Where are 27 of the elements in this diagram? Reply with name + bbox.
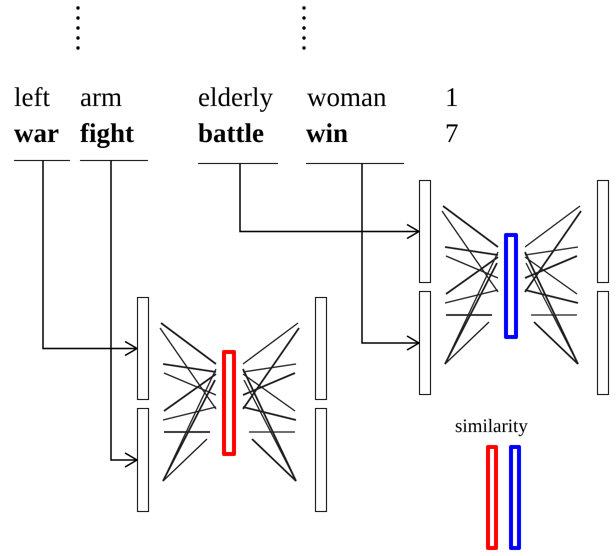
arrow bbox=[110, 161, 138, 468]
hidden-layer-bar bbox=[509, 445, 521, 550]
word-label: woman bbox=[307, 82, 386, 112]
arrow bbox=[42, 161, 138, 356]
word-label: arm bbox=[80, 82, 122, 112]
arrow bbox=[361, 164, 420, 351]
hidden-layer-bar bbox=[222, 350, 236, 456]
underlined-word: war bbox=[14, 118, 70, 161]
underlined-word: battle bbox=[198, 118, 278, 164]
word-label: 1 bbox=[445, 82, 458, 112]
underlined-word: fight bbox=[80, 118, 148, 161]
layer-bar bbox=[137, 297, 149, 400]
layer-bar bbox=[419, 291, 431, 395]
hidden-layer-bar bbox=[486, 445, 498, 550]
underlined-word: win bbox=[306, 118, 404, 164]
layer-bar bbox=[597, 291, 609, 395]
layer-bar bbox=[419, 180, 431, 283]
word-label: similarity bbox=[455, 415, 528, 439]
arrow bbox=[239, 164, 420, 240]
layer-bar bbox=[597, 180, 609, 283]
layer-bar bbox=[315, 297, 327, 400]
word-label: elderly bbox=[198, 82, 273, 112]
word-label: left bbox=[14, 82, 50, 112]
layer-bar bbox=[137, 408, 149, 512]
word-label: 7 bbox=[445, 118, 458, 148]
hidden-layer-bar bbox=[504, 233, 518, 339]
layer-bar bbox=[315, 408, 327, 512]
